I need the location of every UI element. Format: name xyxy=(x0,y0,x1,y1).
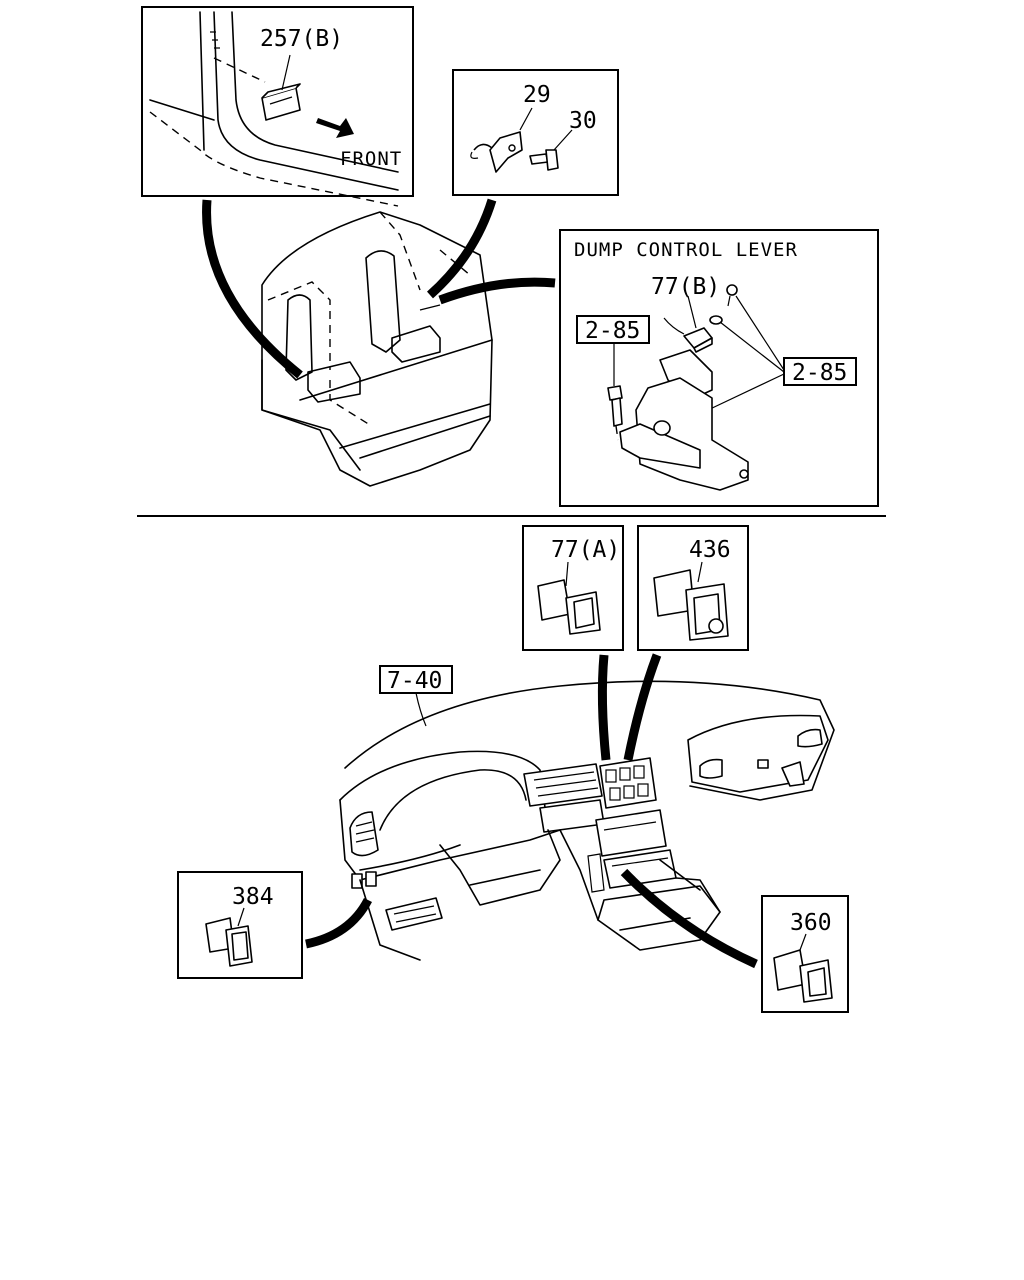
leader-257b xyxy=(202,199,303,379)
label-front: FRONT xyxy=(340,148,402,170)
part-29-bracket-icon xyxy=(470,131,523,173)
bolt-2-85-icon xyxy=(607,385,623,441)
part-360-switch-icon xyxy=(773,949,833,1003)
detail-box-436: 436 xyxy=(637,525,749,651)
leader-7-40 xyxy=(415,692,427,727)
detail-box-257b: 257(B) FRONT xyxy=(141,6,414,207)
part-77b-switch-icon xyxy=(663,317,713,353)
label-dump-control-lever: DUMP CONTROL LEVER xyxy=(574,239,798,261)
leader-384 xyxy=(305,897,373,949)
part-77a-switch-icon xyxy=(537,579,601,635)
part-436-switch-icon xyxy=(653,569,729,641)
ref-box-2-85-right: 2-85 xyxy=(783,357,857,386)
label-384: 384 xyxy=(232,884,274,910)
detail-box-77a: 77(A) xyxy=(522,525,624,651)
leader-77a xyxy=(597,654,611,761)
truck-cab-drawing xyxy=(261,211,493,487)
leader-dump-lever xyxy=(438,277,556,305)
label-77a: 77(A) xyxy=(551,537,620,563)
detail-box-dump-control-lever: DUMP CONTROL LEVER 77(B) 2-85 2-85 xyxy=(559,229,879,507)
label-77b: 77(B) xyxy=(651,274,720,300)
label-257b: 257(B) xyxy=(260,26,343,52)
leader-360 xyxy=(620,868,758,969)
label-29: 29 xyxy=(523,82,551,108)
front-arrow-icon xyxy=(316,118,354,138)
part-30-bolt-icon xyxy=(529,149,559,171)
label-2-85-left: 2-85 xyxy=(585,318,640,344)
label-360: 360 xyxy=(790,910,832,936)
part-384-switch-icon xyxy=(205,917,253,967)
leader-29-30 xyxy=(427,198,497,299)
label-30: 30 xyxy=(569,108,597,134)
washer-icon xyxy=(709,315,723,325)
part-257b-icon xyxy=(261,83,301,121)
label-2-85-right: 2-85 xyxy=(792,360,847,386)
detail-box-29-30: 29 30 xyxy=(452,69,619,196)
dashboard-drawing xyxy=(339,680,835,961)
lever-housing-icon xyxy=(619,349,749,491)
detail-box-360: 360 xyxy=(761,895,849,1013)
detail-box-384: 384 xyxy=(177,871,303,979)
leader-436 xyxy=(623,653,662,761)
ref-box-7-40: 7-40 xyxy=(379,665,453,694)
label-436: 436 xyxy=(689,537,731,563)
screw-icon xyxy=(726,284,738,307)
ref-box-2-85-left: 2-85 xyxy=(576,315,650,344)
label-7-40: 7-40 xyxy=(387,668,442,694)
